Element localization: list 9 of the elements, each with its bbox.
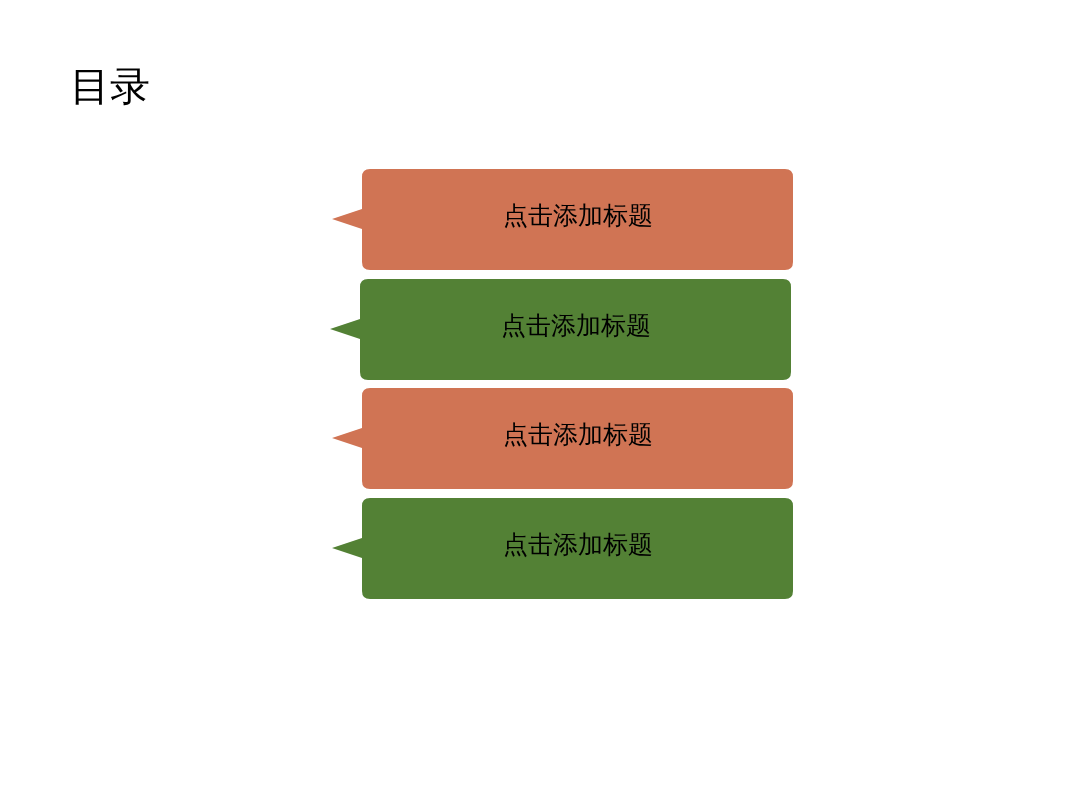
box-label: 点击添加标题 (500, 310, 651, 342)
slide-title: 目录 (70, 62, 150, 110)
box-label: 点击添加标题 (502, 200, 653, 232)
box-label: 点击添加标题 (502, 529, 653, 561)
callout-box (330, 279, 791, 380)
callout-box (332, 498, 793, 599)
box-label: 点击添加标题 (502, 419, 653, 451)
callout-box (332, 169, 793, 270)
callout-box (332, 388, 793, 489)
